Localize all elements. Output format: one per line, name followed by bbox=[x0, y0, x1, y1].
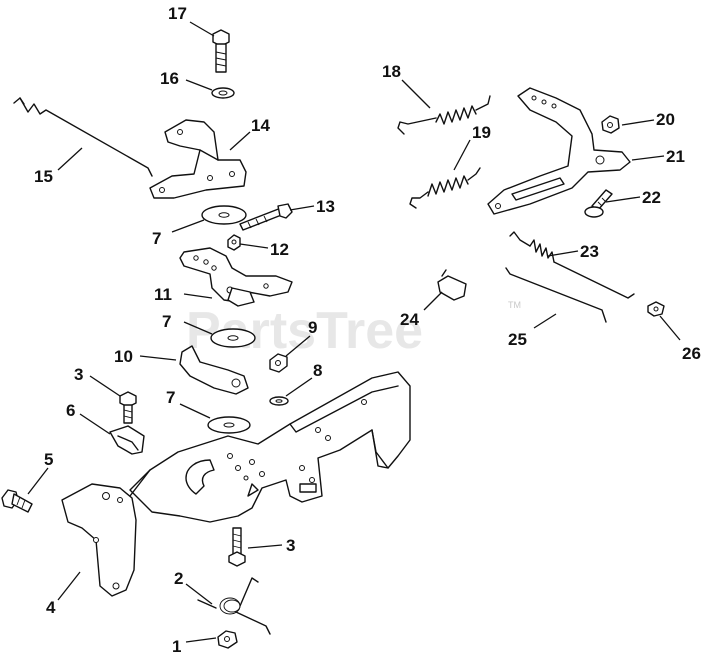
callout-10[interactable]: 10 bbox=[114, 347, 133, 366]
callout-6[interactable]: 6 bbox=[66, 401, 75, 420]
callout-24[interactable]: 24 bbox=[400, 310, 419, 329]
callout-12[interactable]: 12 bbox=[270, 240, 289, 259]
callout-20[interactable]: 20 bbox=[656, 110, 675, 129]
callout-1[interactable]: 1 bbox=[172, 637, 181, 656]
part-spring-23[interactable] bbox=[509, 231, 635, 299]
part-bolt-3-upper[interactable] bbox=[119, 391, 137, 424]
part-nut-9[interactable] bbox=[269, 353, 288, 373]
part-control-lever-11[interactable] bbox=[179, 247, 293, 307]
part-washer-7-middle[interactable] bbox=[210, 328, 256, 348]
part-governor-lever-21[interactable] bbox=[487, 87, 631, 215]
callout-7-lower[interactable]: 7 bbox=[166, 388, 175, 407]
part-bushing-26[interactable] bbox=[647, 301, 665, 317]
callout-8[interactable]: 8 bbox=[313, 361, 322, 380]
part-torsion-spring-2[interactable] bbox=[197, 577, 271, 635]
part-bolt-13[interactable] bbox=[239, 203, 293, 231]
part-nut-20[interactable] bbox=[601, 115, 620, 134]
part-washer-16[interactable] bbox=[211, 87, 235, 99]
callout-16[interactable]: 16 bbox=[160, 69, 179, 88]
part-washer-7-lower[interactable] bbox=[207, 416, 251, 434]
callout-labels: 17 16 14 15 7 13 12 11 7 9 10 8 3 7 6 5 … bbox=[34, 4, 701, 656]
watermark-trademark: TM bbox=[508, 300, 521, 310]
callout-13[interactable]: 13 bbox=[316, 197, 335, 216]
callout-18[interactable]: 18 bbox=[382, 62, 401, 81]
callout-4[interactable]: 4 bbox=[46, 598, 56, 617]
callout-23[interactable]: 23 bbox=[580, 242, 599, 261]
part-clip-6[interactable] bbox=[109, 425, 145, 455]
callout-15[interactable]: 15 bbox=[34, 167, 53, 186]
callout-26[interactable]: 26 bbox=[682, 344, 701, 363]
callout-22[interactable]: 22 bbox=[642, 188, 661, 207]
leader-lines bbox=[27, 21, 681, 643]
part-link-rod-25[interactable] bbox=[505, 267, 607, 323]
callout-7-upper[interactable]: 7 bbox=[152, 229, 161, 248]
callout-21[interactable]: 21 bbox=[666, 147, 685, 166]
callout-17[interactable]: 17 bbox=[168, 4, 187, 23]
part-clip-24[interactable] bbox=[437, 269, 467, 301]
part-washer-8[interactable] bbox=[269, 396, 289, 406]
callout-2[interactable]: 2 bbox=[174, 569, 183, 588]
callout-3-lower[interactable]: 3 bbox=[286, 536, 295, 555]
callout-11[interactable]: 11 bbox=[154, 285, 172, 304]
callout-3-upper[interactable]: 3 bbox=[74, 365, 83, 384]
callout-5[interactable]: 5 bbox=[44, 450, 53, 469]
callout-7-middle[interactable]: 7 bbox=[162, 312, 171, 331]
part-nut-1[interactable] bbox=[217, 630, 238, 649]
part-main-plate[interactable] bbox=[129, 371, 411, 523]
part-washer-7-upper[interactable] bbox=[201, 205, 247, 225]
part-spring-19[interactable] bbox=[409, 167, 481, 209]
part-side-bracket-4[interactable] bbox=[61, 469, 151, 597]
part-bolt-22[interactable] bbox=[584, 189, 613, 218]
part-bolt-17[interactable] bbox=[212, 29, 230, 73]
callout-25[interactable]: 25 bbox=[508, 330, 527, 349]
part-spring-18[interactable] bbox=[397, 95, 491, 135]
part-choke-rod-15[interactable] bbox=[13, 97, 153, 177]
callout-9[interactable]: 9 bbox=[308, 318, 317, 337]
part-nut-12[interactable] bbox=[227, 234, 241, 251]
part-upper-bracket-14[interactable] bbox=[149, 119, 247, 199]
part-lever-10[interactable] bbox=[179, 345, 249, 395]
part-bolt-5[interactable] bbox=[1, 489, 33, 513]
callout-19[interactable]: 19 bbox=[472, 123, 491, 142]
part-bolt-3-lower[interactable] bbox=[228, 527, 246, 567]
callout-14[interactable]: 14 bbox=[251, 116, 270, 135]
